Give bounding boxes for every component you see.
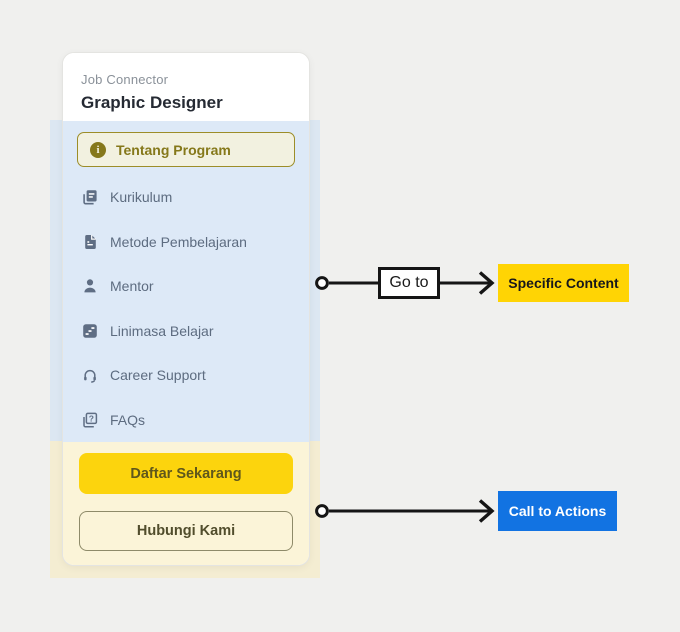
cta-section: Daftar Sekarang Hubungi Kami — [63, 442, 309, 565]
go-to-label-box: Go to — [378, 267, 440, 299]
sidebar-item-label: Career Support — [110, 367, 206, 384]
sidebar-item-label: Kurikulum — [110, 189, 173, 206]
document-icon — [85, 234, 96, 249]
specific-content-tag: Specific Content — [498, 264, 629, 302]
sidebar-item-label: Mentor — [110, 278, 154, 295]
sidebar-item-label: Linimasa Belajar — [110, 322, 214, 339]
book-copy-icon — [83, 190, 97, 205]
daftar-sekarang-button[interactable]: Daftar Sekarang — [79, 453, 293, 494]
headset-icon — [84, 370, 96, 383]
sidebar-item-label: FAQs — [110, 411, 146, 428]
sidebar-item-career-support[interactable]: Career Support — [77, 353, 295, 398]
hubungi-kami-button[interactable]: Hubungi Kami — [79, 511, 293, 551]
info-icon: i — [90, 141, 106, 158]
sidebar-item-tentang-program[interactable]: i Tentang Program — [77, 132, 295, 167]
card-header: Job Connector Graphic Designer — [63, 53, 309, 121]
sidebar-item-label: Metode Pembelajaran — [110, 233, 247, 250]
sidebar-item-mentor[interactable]: Mentor — [77, 264, 295, 309]
arrowhead-icon — [478, 271, 495, 295]
sidebar-item-label: Tentang Program — [116, 141, 231, 158]
person-icon — [84, 279, 96, 293]
sidebar-item-kurikulum[interactable]: Kurikulum — [77, 175, 295, 220]
sidebar-card: Job Connector Graphic Designer i Tentang… — [62, 52, 310, 566]
faq-icon: ? — [83, 412, 98, 428]
steps-icon — [83, 323, 97, 338]
program-title: Graphic Designer — [81, 93, 223, 112]
svg-text:?: ? — [89, 413, 94, 423]
menu-section: i Tentang Program Kurikulum — [63, 121, 309, 442]
program-eyebrow: Job Connector — [81, 72, 169, 87]
arrowhead-icon — [478, 499, 495, 523]
sidebar-item-faqs[interactable]: ? FAQs — [77, 398, 295, 443]
call-to-actions-tag: Call to Actions — [498, 491, 617, 531]
sidebar-item-linimasa-belajar[interactable]: Linimasa Belajar — [77, 309, 295, 354]
sidebar-item-metode-pembelajaran[interactable]: Metode Pembelajaran — [77, 220, 295, 265]
